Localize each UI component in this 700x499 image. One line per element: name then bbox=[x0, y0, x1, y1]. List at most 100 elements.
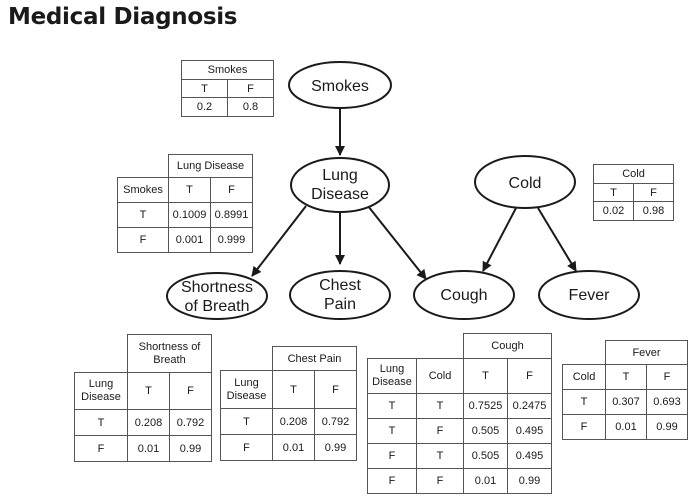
node-smokes bbox=[288, 61, 392, 109]
node-cough bbox=[413, 270, 515, 320]
node-cold bbox=[474, 155, 576, 209]
cpt-col-header: F bbox=[507, 358, 552, 394]
page-title: Medical Diagnosis bbox=[8, 4, 238, 30]
node-lung-disease-label-line2: Disease bbox=[311, 186, 369, 203]
cpt-col-header: T bbox=[127, 372, 170, 410]
cpt-cell: 0.505 bbox=[463, 418, 508, 444]
cpt-cell: 0.307 bbox=[605, 389, 647, 415]
cpt-cell: F bbox=[117, 227, 169, 253]
cpt-cell: 0.01 bbox=[605, 414, 647, 440]
edge-lung-disease-cough bbox=[367, 205, 427, 280]
cpt-cell: F bbox=[416, 468, 464, 494]
cpt-cell: 0.792 bbox=[169, 409, 212, 436]
cpt-cold-title: Cold bbox=[593, 164, 674, 184]
cpt-cell: 0.99 bbox=[169, 435, 212, 462]
cpt-cell: 0.2 bbox=[181, 97, 228, 117]
node-shortness-of-breath-label-line2: of Breath bbox=[185, 298, 250, 315]
cpt-col-header: F bbox=[646, 364, 688, 390]
cpt-cell: T bbox=[367, 393, 417, 419]
cpt-col-header: F bbox=[210, 177, 253, 203]
cpt-cell: 0.01 bbox=[272, 434, 315, 461]
cpt-cell: F bbox=[74, 435, 128, 462]
cpt-cell: T bbox=[416, 443, 464, 469]
cpt-parent-header: Lung Disease bbox=[74, 372, 128, 410]
cpt-col-header: T bbox=[605, 364, 647, 390]
cpt-parent-header: Smokes bbox=[117, 177, 169, 203]
cpt-cell: 0.1009 bbox=[168, 202, 211, 228]
node-shortness-of-breath bbox=[166, 272, 268, 320]
edge-cold-fever bbox=[537, 207, 577, 272]
node-fever bbox=[538, 270, 640, 320]
cpt-col-header: F bbox=[633, 183, 674, 202]
cpt-cell: F bbox=[367, 468, 417, 494]
cpt-cell: 0.01 bbox=[127, 435, 170, 462]
cpt-cell: T bbox=[117, 202, 169, 228]
cpt-cell: 0.693 bbox=[646, 389, 688, 415]
cpt-col-header: T bbox=[593, 183, 634, 202]
cpt-cell: 0.02 bbox=[593, 201, 634, 221]
cpt-cell: T bbox=[74, 409, 128, 436]
node-shortness-of-breath-label-line1: Shortness bbox=[181, 279, 253, 296]
cpt-shortness-of-breath-title: Shortness of Breath bbox=[127, 334, 212, 373]
cpt-col-header: T bbox=[463, 358, 508, 394]
node-chest-pain bbox=[289, 270, 391, 320]
node-chest-pain-label-line1: Chest bbox=[319, 277, 361, 294]
cpt-cell: 0.8 bbox=[227, 97, 274, 117]
cpt-cell: 0.208 bbox=[272, 408, 315, 435]
cpt-col-header: T bbox=[272, 370, 315, 409]
cpt-col-header: F bbox=[169, 372, 212, 410]
node-lung-disease bbox=[290, 157, 390, 213]
cpt-cell: 0.99 bbox=[314, 434, 357, 461]
cpt-cell: 0.792 bbox=[314, 408, 357, 435]
cpt-parent-header: Cold bbox=[562, 364, 606, 390]
cpt-cell: T bbox=[416, 393, 464, 419]
node-lung-disease-label-line1: Lung bbox=[322, 167, 358, 184]
cpt-smokes-title: Smokes bbox=[181, 60, 274, 80]
node-cough-label: Cough bbox=[440, 287, 487, 304]
cpt-cell: 0.999 bbox=[210, 227, 253, 253]
node-chest-pain-label-line2: Pain bbox=[324, 296, 356, 313]
cpt-cell: T bbox=[562, 389, 606, 415]
cpt-cell: 0.2475 bbox=[507, 393, 552, 419]
cpt-cell: 0.7525 bbox=[463, 393, 508, 419]
node-fever-label: Fever bbox=[569, 287, 611, 304]
edge-cold-cough bbox=[482, 207, 517, 272]
cpt-parent-header: Lung Disease bbox=[220, 370, 273, 409]
cpt-cell: T bbox=[367, 418, 417, 444]
edge-lung-disease-shortness-of-breath bbox=[251, 205, 307, 277]
cpt-cell: 0.8991 bbox=[210, 202, 253, 228]
cpt-col-header: F bbox=[314, 370, 357, 409]
node-smokes-label: Smokes bbox=[311, 78, 369, 95]
cpt-lung-disease-title: Lung Disease bbox=[168, 154, 253, 178]
cpt-parent-header: Cold bbox=[416, 358, 464, 394]
cpt-cell: 0.01 bbox=[463, 468, 508, 494]
cpt-fever-title: Fever bbox=[605, 340, 688, 365]
cpt-cell: 0.001 bbox=[168, 227, 211, 253]
cpt-cell: 0.98 bbox=[633, 201, 674, 221]
cpt-col-header: T bbox=[168, 177, 211, 203]
cpt-col-header: F bbox=[227, 79, 274, 98]
cpt-cell: 0.99 bbox=[507, 468, 552, 494]
cpt-cell: 0.208 bbox=[127, 409, 170, 436]
cpt-parent-header: Lung Disease bbox=[367, 358, 417, 394]
cpt-cell: F bbox=[367, 443, 417, 469]
cpt-cell: F bbox=[562, 414, 606, 440]
cpt-cell: 0.99 bbox=[646, 414, 688, 440]
cpt-cell: F bbox=[416, 418, 464, 444]
cpt-chest-pain-title: Chest Pain bbox=[272, 346, 357, 371]
cpt-cell: 0.495 bbox=[507, 443, 552, 469]
cpt-col-header: T bbox=[181, 79, 228, 98]
node-cold-label: Cold bbox=[509, 175, 542, 192]
cpt-cell: T bbox=[220, 408, 273, 435]
cpt-cell: F bbox=[220, 434, 273, 461]
cpt-cell: 0.505 bbox=[463, 443, 508, 469]
cpt-cough-title: Cough bbox=[463, 333, 552, 359]
